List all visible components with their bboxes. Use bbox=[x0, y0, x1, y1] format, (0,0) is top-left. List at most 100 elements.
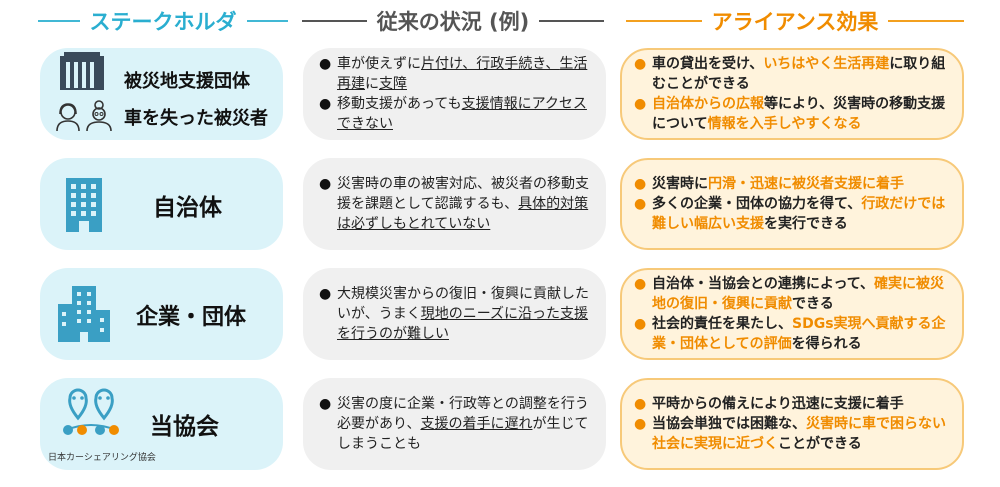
bullet-text: 自治体からの広報等により、災害時の移動支援について情報を入手しやすくなる bbox=[652, 94, 950, 134]
bullet-dot: ● bbox=[634, 276, 647, 292]
alliance-header-title: アライアンス効果 bbox=[711, 10, 879, 34]
association-logo-icon bbox=[63, 388, 119, 435]
underlined-text: 支援の着手に遅れ bbox=[420, 416, 533, 432]
highlight-text: いちはやく生活再建 bbox=[763, 56, 890, 72]
city-buildings-icon bbox=[58, 286, 110, 342]
current-cell: ●大規模災害からの復旧・復興に貢献したいが、うまく現地のニーズに沿った支援を行う… bbox=[303, 268, 606, 360]
text-span: 車が使えずに bbox=[337, 56, 421, 72]
bullet-item: ●車が使えずに片付け、行政手続き、生活再建に支障 bbox=[319, 54, 590, 94]
row-association: 日本カーシェアリング協会 当協会 ● 災害の度に企業・行政等との調整を行う必要があ… bbox=[0, 378, 1000, 470]
underlined-text: 現地のニーズに沿った支援を行うのが難しい bbox=[337, 306, 589, 342]
bullet-dot: ● bbox=[319, 396, 332, 412]
woman-icon bbox=[56, 103, 80, 132]
text-span: に bbox=[365, 76, 379, 92]
highlight-text: 災害時に車で困らない社会に実現に近づく bbox=[652, 416, 946, 452]
text-span: 災害時に bbox=[652, 176, 708, 192]
current-cell: ●車が使えずに片付け、行政手続き、生活再建に支障●移動支援があっても支援情報にア… bbox=[303, 48, 606, 140]
highlight-text: 行政だけでは難しい幅広い支援 bbox=[652, 196, 946, 232]
bullet-text: 社会的責任を果たし、SDGs実現へ貢献する企業・団体としての評価を得られる bbox=[652, 314, 950, 354]
alliance-cell: ● 平時からの備えにより迅速に支援に着手 ● 当協会単独では困難な、災害時に車で困らな… bbox=[620, 378, 964, 470]
bullet-text: 自治体・当協会との連携によって、確実に被災地の復旧・復興に貢献できる bbox=[652, 274, 950, 314]
text-span: 当協会単独では困難な、 bbox=[652, 416, 806, 432]
alliance-header: アライアンス効果 bbox=[626, 6, 964, 36]
row-companies: 企業・団体 ●大規模災害からの復旧・復興に貢献したいが、うまく現地のニーズに沿っ… bbox=[0, 268, 1000, 360]
bullet-dot: ● bbox=[634, 416, 647, 432]
association-logo-text: 日本カーシェアリング協会 bbox=[48, 453, 156, 463]
bullet-text: 大規模災害からの復旧・復興に貢献したいが、うまく現地のニーズに沿った支援を行うの… bbox=[337, 284, 590, 344]
current-cell: ● 災害の度に企業・行政等との調整を行う必要があり、支援の着手に遅れが生じてしまう… bbox=[303, 378, 606, 470]
current-header: 従来の状況 (例) bbox=[302, 6, 605, 36]
bullet-text: 災害時に円滑・迅速に被災者支援に着手 bbox=[652, 174, 904, 194]
bullet-item: ● 災害の度に企業・行政等との調整を行う必要があり、支援の着手に遅れが生じてしまう… bbox=[319, 394, 590, 454]
text-span: 災害の度に企業・行政等との調整を行う必要があり、 bbox=[337, 396, 589, 432]
row-victims: 被災地支援団体 車を失った被災者 ● 車が使えずに片付け、行政手続き、生活再建に支… bbox=[0, 48, 1000, 140]
highlight-text: 情報を入手しやすくなる bbox=[707, 116, 862, 132]
bullet-text: 災害の度に企業・行政等との調整を行う必要があり、支援の着手に遅れが生じてしまうこ… bbox=[337, 394, 590, 454]
row-municipality: 自治体 ● 災害時の車の被害対応、被災者の移動支援を課題として認識するも、具体的対… bbox=[0, 158, 1000, 250]
highlight-text: 自治体からの広報 bbox=[652, 96, 764, 112]
bullet-text: 多くの企業・団体の協力を得て、行政だけでは難しい幅広い支援を実行できる bbox=[652, 194, 950, 234]
bullet-item: ● 平時からの備えにより迅速に支援に着手 bbox=[634, 394, 950, 414]
alliance-cell: ● 自治体・当協会との連携によって、確実に被災地の復旧・復興に貢献できる ● 社会的責… bbox=[620, 268, 964, 360]
text-span: 自治体・当協会との連携によって、 bbox=[652, 276, 875, 292]
stakeholder-header: ステークホルダ bbox=[38, 6, 288, 36]
bullet-dot: ● bbox=[634, 56, 647, 72]
text-span: に取り組むことができる bbox=[652, 56, 946, 92]
underlined-text: 生活再建 bbox=[337, 56, 588, 92]
elderly-woman-icon bbox=[86, 100, 112, 132]
text-span: を得られる bbox=[791, 336, 862, 352]
text-span: が生じてしまうことも bbox=[337, 416, 589, 452]
current-cell: ● 災害時の車の被害対応、被災者の移動支援を課題として認識するも、具体的対策は必ず… bbox=[303, 158, 606, 250]
text-span: できる bbox=[792, 296, 834, 312]
bullet-item: ● 車の貸出を受け、いちはやく生活再建に取り組むことができる bbox=[634, 54, 950, 94]
alliance-cell: ● 車の貸出を受け、いちはやく生活再建に取り組むことができる ● 自治体からの広報等に… bbox=[620, 48, 964, 140]
current-header-title: 従来の状況 (例) bbox=[376, 10, 530, 34]
text-span: 平時からの備えにより迅速に支援に着手 bbox=[652, 396, 904, 412]
bullet-dot: ● bbox=[634, 96, 647, 112]
stakeholder-name: 当協会 bbox=[150, 414, 219, 440]
underlined-text: 具体的対策は必ずしもとれていない bbox=[337, 196, 589, 232]
stakeholder-name: 企業・団体 bbox=[136, 305, 247, 330]
bullet-item: ● 災害時の車の被害対応、被災者の移動支援を課題として認識するも、具体的対策は必ず… bbox=[319, 174, 590, 234]
highlight-text: SDGs実現へ貢献する企業・団体としての評価 bbox=[652, 316, 946, 352]
text-span: 移動支援があっても bbox=[337, 96, 462, 112]
bullet-item: ●大規模災害からの復旧・復興に貢献したいが、うまく現地のニーズに沿った支援を行う… bbox=[319, 284, 590, 344]
stakeholder-cell: 企業・団体 bbox=[40, 268, 283, 360]
bullet-text: 車の貸出を受け、いちはやく生活再建に取り組むことができる bbox=[652, 54, 950, 94]
bullet-dot: ● bbox=[319, 96, 332, 112]
highlight-text: 確実に被災地の復旧・復興に貢献 bbox=[652, 276, 945, 312]
stakeholder-name-line1: 被災地支援団体 bbox=[124, 71, 250, 92]
stakeholder-cell: 日本カーシェアリング協会 当協会 bbox=[40, 378, 283, 470]
bullet-item: ● 多くの企業・団体の協力を得て、行政だけでは難しい幅広い支援を実行できる bbox=[634, 194, 950, 234]
bullet-dot: ● bbox=[634, 396, 647, 412]
bullet-text: 平時からの備えにより迅速に支援に着手 bbox=[652, 394, 904, 414]
bullet-dot: ● bbox=[634, 316, 647, 332]
stakeholder-cell: 被災地支援団体 車を失った被災者 bbox=[40, 48, 283, 140]
bullet-text: 移動支援があっても支援情報にアクセスできない bbox=[337, 94, 590, 134]
text-span: 多くの企業・団体の協力を得て、 bbox=[652, 196, 862, 212]
underlined-text: 片付け、行政手続き、 bbox=[421, 56, 560, 72]
text-span: 大規模災害からの復旧・復興に貢献したいが、うまく bbox=[337, 286, 589, 322]
bullet-text: 車が使えずに片付け、行政手続き、生活再建に支障 bbox=[337, 54, 590, 94]
bullet-text: 災害時の車の被害対応、被災者の移動支援を課題として認識するも、具体的対策は必ずし… bbox=[337, 174, 590, 234]
highlight-text: 円滑・迅速に被災者支援に着手 bbox=[708, 176, 904, 192]
office-building-icon bbox=[66, 178, 102, 232]
bullet-item: ● 自治体・当協会との連携によって、確実に被災地の復旧・復興に貢献できる bbox=[634, 274, 950, 314]
text-span: ことができる bbox=[778, 436, 862, 452]
stakeholder-name-line2: 車を失った被災者 bbox=[124, 108, 268, 129]
bullet-item: ● 自治体からの広報等により、災害時の移動支援について情報を入手しやすくなる bbox=[634, 94, 950, 134]
bullet-item: ● 当協会単独では困難な、災害時に車で困らない社会に実現に近づくことができる bbox=[634, 414, 950, 454]
bullet-item: ● 社会的責任を果たし、SDGs実現へ貢献する企業・団体としての評価を得られる bbox=[634, 314, 950, 354]
bullet-dot: ● bbox=[634, 196, 647, 212]
underlined-text: 支障 bbox=[379, 76, 407, 92]
bullet-dot: ● bbox=[319, 176, 332, 192]
stakeholder-name: 自治体 bbox=[153, 195, 222, 221]
text-span: 車の貸出を受け、 bbox=[652, 56, 764, 72]
bullet-text: 当協会単独では困難な、災害時に車で困らない社会に実現に近づくことができる bbox=[652, 414, 950, 454]
stakeholder-cell: 自治体 bbox=[40, 158, 283, 250]
text-span: 災害時の車の被害対応、被災者の移動支援を課題として認識するも、 bbox=[337, 176, 589, 212]
bullet-item: ●災害時に円滑・迅速に被災者支援に着手 bbox=[634, 174, 950, 194]
underlined-text: 支援情報にアクセスできない bbox=[337, 96, 587, 132]
text-span: 社会的責任を果たし、 bbox=[652, 316, 792, 332]
text-span: を実行できる bbox=[764, 216, 848, 232]
